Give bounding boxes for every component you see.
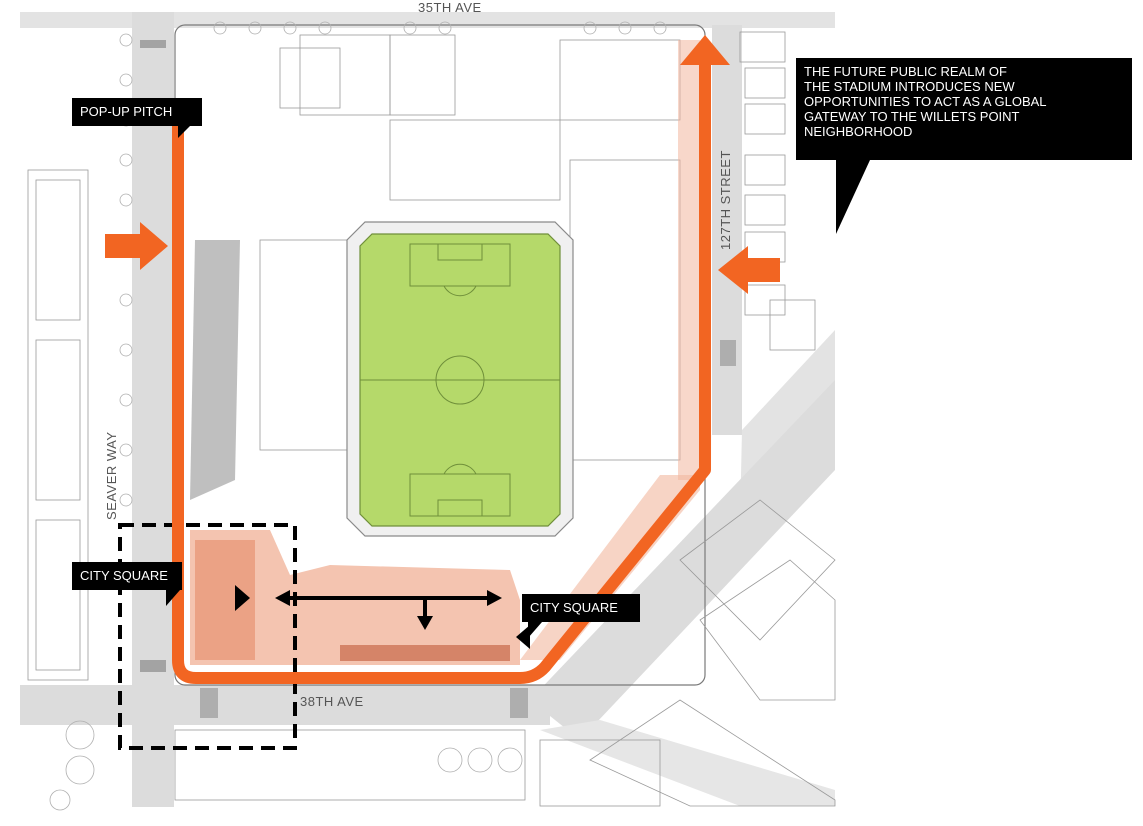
street-seaver-way-band [132,12,174,807]
callout-line: OPPORTUNITIES TO ACT AS A GLOBAL [804,94,1047,109]
pitch-center-circle [435,355,485,405]
pop-up-pitch-tail [178,124,192,138]
east-promenade [678,40,700,480]
building-ne-5 [744,194,786,226]
callout-line: THE STADIUM INTRODUCES NEW [804,79,1015,94]
pitch-north-goal-area [437,243,483,261]
building-ne-1 [739,31,786,63]
callout-line: GATEWAY TO THE WILLETS POINT [804,109,1020,124]
east-entry-arrow [718,246,780,294]
streets-layer [20,12,835,807]
building-north-b [389,34,456,116]
city-square-west-tail [166,590,180,606]
pop-up-pitch-label: POP-UP PITCH [72,98,202,126]
circulation-arrow-west [275,590,290,606]
public-realm-route [105,35,780,684]
street-35th-ave-band [20,12,835,28]
city-square-south-label: CITY SQUARE [522,594,640,622]
callout-line: THE FUTURE PUBLIC REALM OF [804,64,1007,79]
street-label-38th-ave: 38TH AVE [300,694,364,709]
route-path [172,60,711,684]
street-diagonal-southeast [540,720,835,806]
street-label-127th-street: 127TH STREET [718,150,733,250]
city-square-planters [340,645,510,661]
city-square-dashed-boundary [118,523,297,750]
circulation-arrow-south [417,616,433,630]
city-square-west-label: CITY SQUARE [72,562,182,590]
street-label-35th-ave: 35TH AVE [418,0,482,15]
street-diagonal-south [530,380,835,740]
building-north-c [279,47,341,109]
callout-line: NEIGHBORHOOD [804,124,913,139]
pitch-north-arc [443,285,477,297]
pitch-south-arc [443,463,477,475]
building-south-block [174,729,526,801]
building-west-b [35,339,81,501]
route-arrowhead-north [680,35,730,65]
street-label-seaver-way: SEAVER WAY [104,431,119,520]
building-north-interior [389,119,561,201]
building-se-b [679,499,836,641]
pitch-south-goal-area [437,499,483,517]
building-west-a [35,179,81,321]
building-west-block [27,169,89,681]
building-ne-4 [744,154,786,186]
public-realm-callout-tail [836,160,870,234]
building-ne-3 [744,103,786,135]
building-ne-8 [769,299,816,351]
city-square-east-marker [516,625,530,649]
city-square-south-tail [528,622,542,638]
street-38th-ave-band [20,685,550,725]
circulation-arrows [235,585,530,649]
building-se-a [589,699,836,807]
soccer-pitch [359,233,561,527]
street-127th-band [712,25,742,435]
building-south-east [539,739,661,807]
city-square-entry-marker [235,585,250,611]
building-se-c [699,559,836,701]
building-west-c [35,519,81,671]
building-ne-2 [744,67,786,99]
crosswalks [140,40,736,718]
trees-layer [49,21,667,811]
pop-up-pitch-plaza [190,240,240,500]
circulation-arrow-east [487,590,502,606]
west-entry-arrow [105,222,168,270]
